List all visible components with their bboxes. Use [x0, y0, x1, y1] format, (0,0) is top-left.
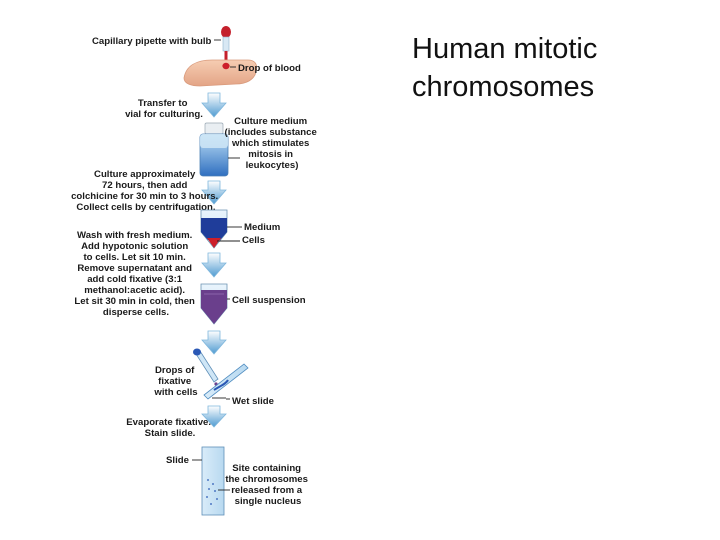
flow-arrow-3 — [201, 252, 227, 278]
label-site: Site containing the chromosomes released… — [225, 463, 310, 507]
flow-arrow-5 — [201, 405, 227, 428]
label-slide: Slide — [166, 455, 189, 466]
label-capillary-pipette: Capillary pipette with bulb — [92, 36, 212, 47]
label-culture-medium: Culture medium (includes substance which… — [225, 116, 320, 171]
label-medium: Medium — [244, 222, 280, 233]
culture-vial — [199, 122, 229, 177]
centrifuge-tube — [200, 209, 228, 249]
label-evaporate: Evaporate fixative. Stain slide. — [126, 417, 213, 439]
label-cell-suspension: Cell suspension — [232, 295, 306, 306]
cell-suspension-tube — [200, 283, 228, 325]
label-wet-slide: Wet slide — [232, 396, 274, 407]
title-line-1: Human mitotic — [412, 33, 598, 65]
stained-slide — [201, 446, 225, 516]
dropper-pipette — [193, 348, 219, 386]
label-drops-of-fixative: Drops of fixative with cells — [153, 365, 197, 398]
flow-arrow-2 — [201, 180, 227, 205]
flow-arrow-4 — [201, 330, 227, 355]
title-line-2: chromosomes — [412, 71, 595, 103]
finger — [183, 59, 258, 87]
blood-drop — [222, 62, 230, 70]
capillary-pipette — [221, 26, 231, 63]
label-culture-step: Culture approximately 72 hours, then add… — [71, 169, 221, 213]
label-wash-step: Wash with fresh medium. Add hypotonic so… — [74, 230, 197, 318]
slide-title: Human mitotic chromosomes — [412, 30, 692, 106]
label-drop-of-blood: Drop of blood — [238, 63, 301, 74]
label-cells: Cells — [242, 235, 265, 246]
label-transfer: Transfer to vial for culturing. — [125, 98, 203, 120]
wet-slide — [203, 363, 249, 400]
flow-arrow-1 — [201, 92, 227, 118]
